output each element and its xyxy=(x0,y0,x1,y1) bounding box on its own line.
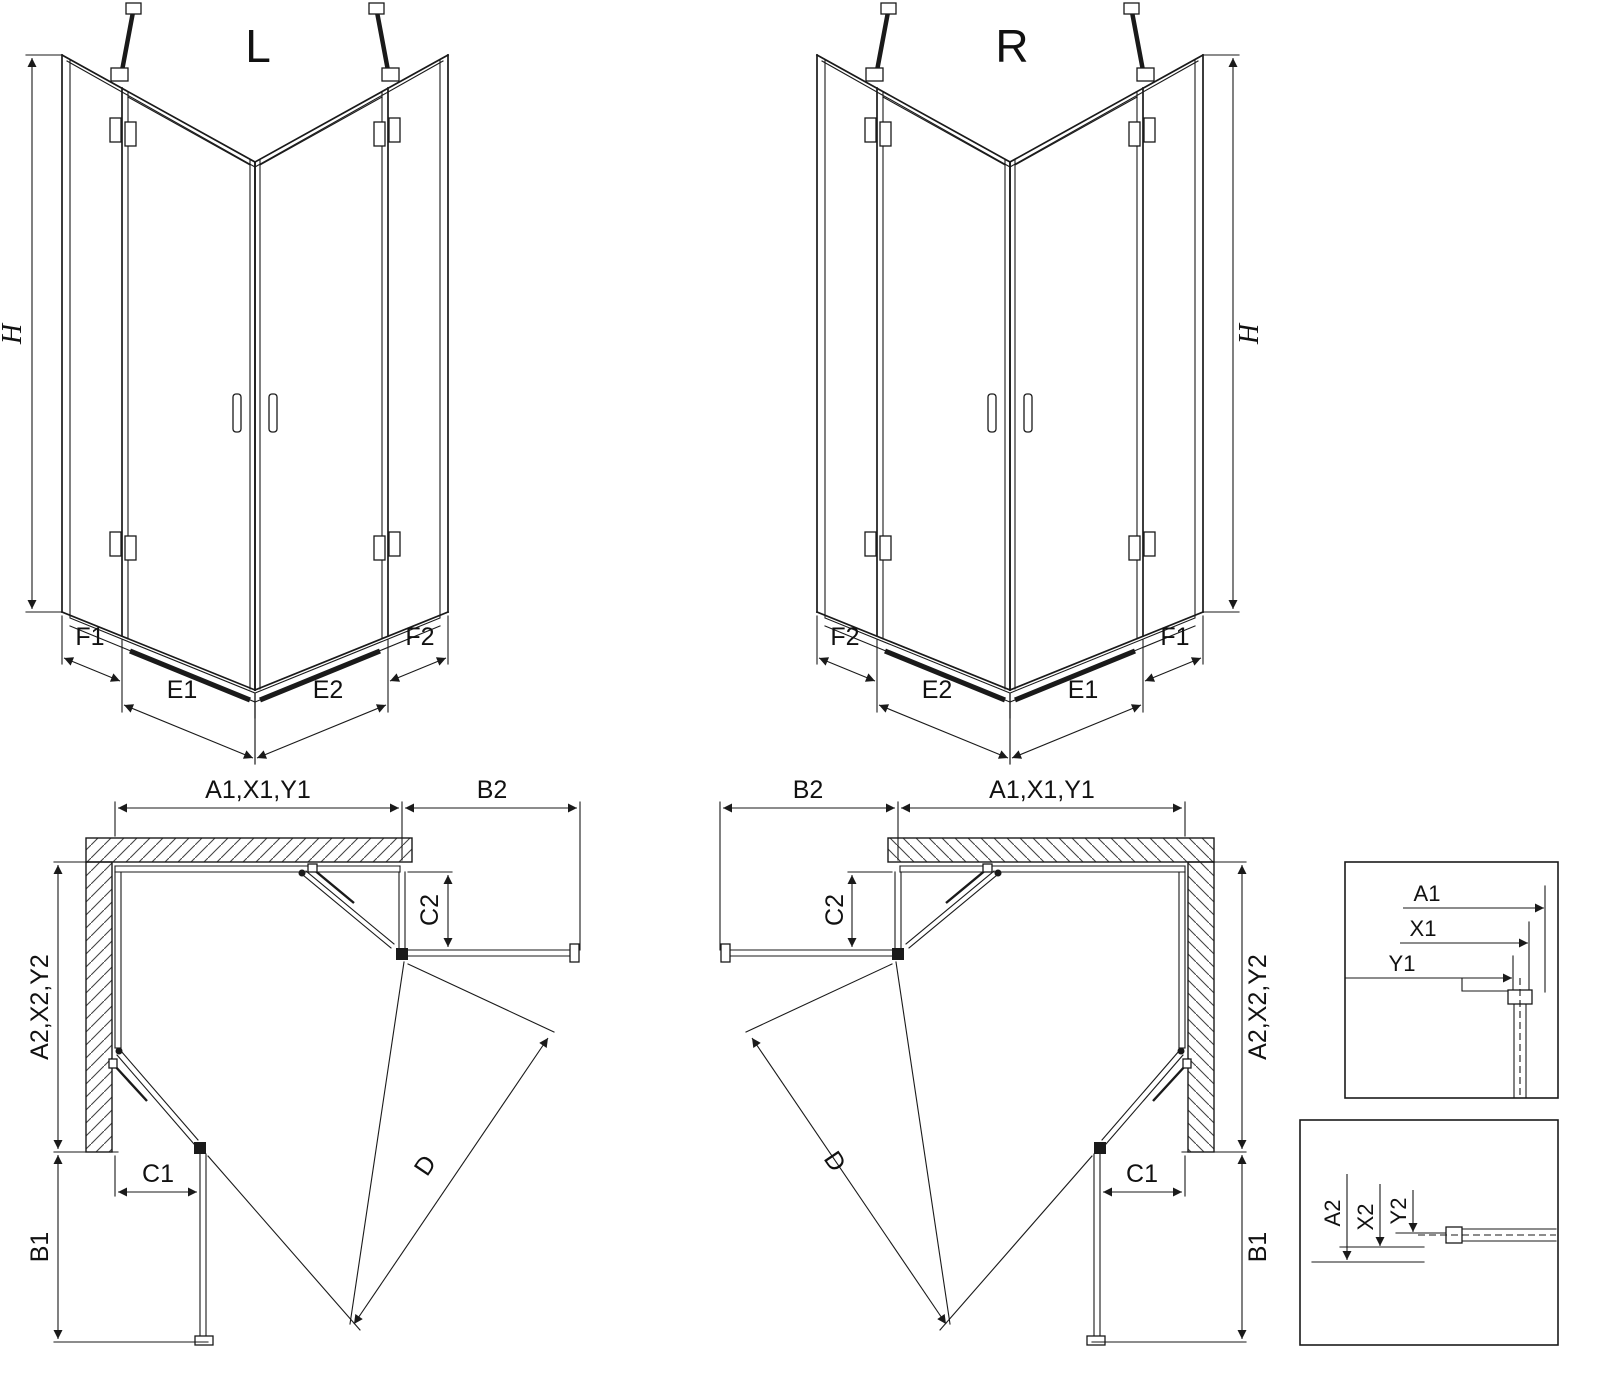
detail-view-bottom-profile: A2 X2 Y2 xyxy=(1299,1119,1559,1346)
detail-bottom-dim-x2: X2 xyxy=(1353,1204,1378,1231)
detail-top-frame xyxy=(1344,861,1559,1099)
detail-top-dim-a1: A1 xyxy=(1414,881,1441,906)
left-view-dim-h: H xyxy=(0,322,28,345)
left-plan-dim-b1: B1 xyxy=(26,1232,54,1263)
left-plan-view xyxy=(54,802,580,1345)
detail-bottom-dim-a2: A2 xyxy=(1320,1200,1345,1227)
right-plan-dim-a1: A1,X1,Y1 xyxy=(989,776,1095,804)
right-view-dim-f1: F1 xyxy=(1160,623,1189,651)
right-plan-dim-a2: A2,X2,Y2 xyxy=(1244,954,1272,1060)
right-view-dim-e2: E2 xyxy=(922,676,953,704)
right-view-dim-h: H xyxy=(1234,322,1265,345)
right-plan-view xyxy=(720,802,1246,1345)
right-plan-dim-c1: C1 xyxy=(1126,1160,1158,1188)
left-view-dim-e1: E1 xyxy=(167,676,198,704)
right-view-dim-e1: E1 xyxy=(1068,676,1099,704)
left-plan-dim-c1: C1 xyxy=(142,1160,174,1188)
left-view-dim-f1: F1 xyxy=(75,623,104,651)
left-view-dim-f2: F2 xyxy=(405,623,434,651)
left-plan-dim-d: D xyxy=(409,1150,442,1181)
left-view-dim-e2: E2 xyxy=(313,676,344,704)
left-plan-dim-c2: C2 xyxy=(416,894,444,926)
detail-top-dim-y1: Y1 xyxy=(1389,951,1416,976)
left-view-title: L xyxy=(245,20,271,72)
right-view-title: R xyxy=(995,20,1028,72)
left-plan-dim-a1: A1,X1,Y1 xyxy=(205,776,311,804)
right-plan-dim-c2: C2 xyxy=(821,894,849,926)
detail-top-dim-x1: X1 xyxy=(1410,916,1437,941)
detail-view-top-profile: A1 X1 Y1 xyxy=(1344,861,1559,1099)
right-plan-dim-d: D xyxy=(818,1146,851,1177)
detail-bottom-dim-y2: Y2 xyxy=(1386,1198,1411,1225)
left-plan-dim-b2: B2 xyxy=(477,776,508,804)
left-plan-dim-a2: A2,X2,Y2 xyxy=(26,954,54,1060)
right-plan-dim-b2: B2 xyxy=(793,776,824,804)
right-view-dim-f2: F2 xyxy=(830,623,859,651)
right-plan-dim-b1: B1 xyxy=(1244,1232,1272,1263)
detail-bottom-frame xyxy=(1299,1119,1559,1346)
